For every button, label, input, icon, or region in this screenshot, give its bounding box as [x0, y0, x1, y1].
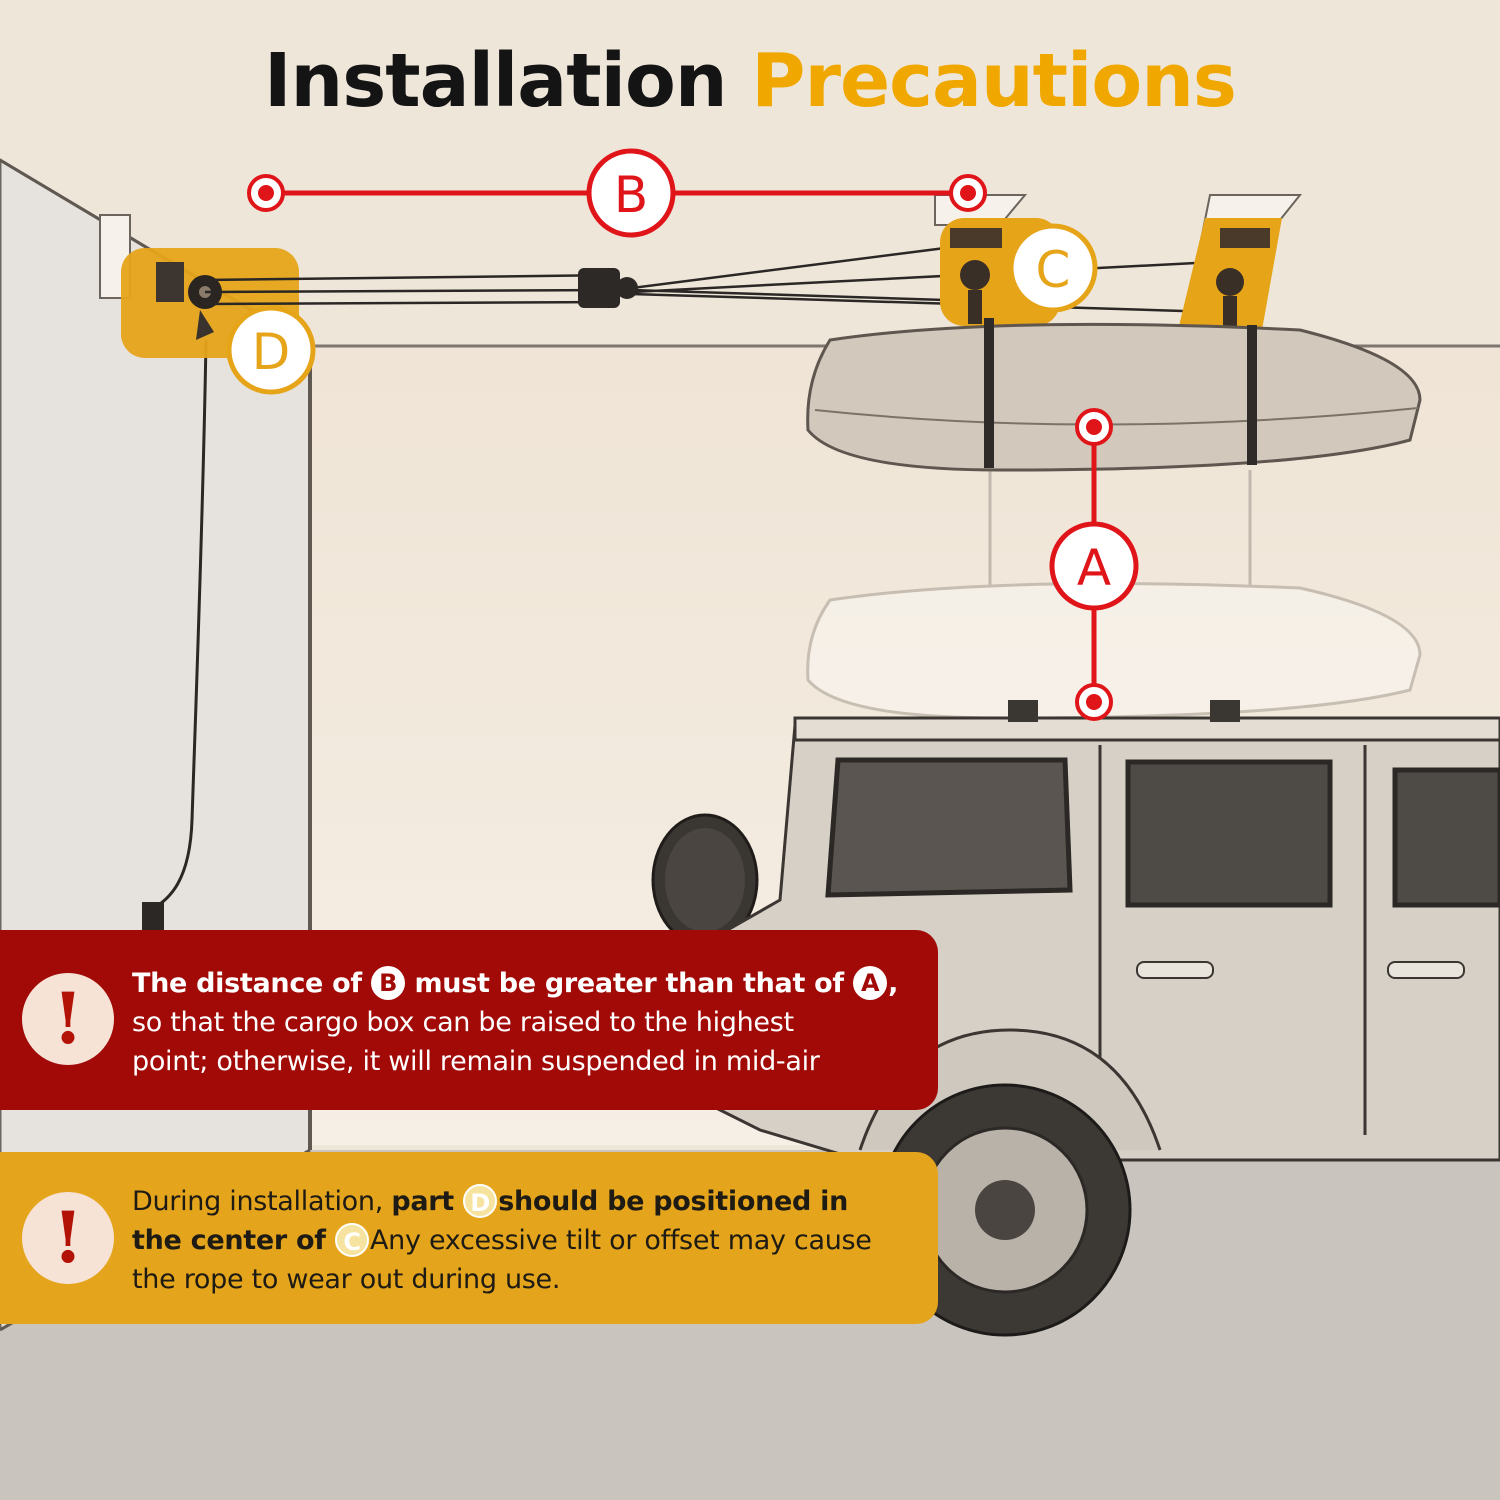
exclamation-icon: !: [22, 1192, 114, 1284]
label-c: C: [1036, 241, 1071, 299]
chip-a: A: [853, 965, 888, 1000]
page-title: Installation Precautions: [0, 38, 1500, 124]
cargo-box-raised: [806, 322, 1422, 472]
precaution-note-distance: ! The distance of B must be greater than…: [0, 930, 938, 1110]
label-c-circle: [1008, 223, 1098, 313]
exclamation-icon: !: [22, 973, 114, 1065]
label-a: A: [1077, 539, 1111, 597]
chip-d: D: [463, 1183, 498, 1218]
label-d: D: [252, 323, 291, 381]
label-d-circle: [226, 305, 316, 395]
label-a-circle: [1049, 521, 1139, 611]
chip-c: C: [335, 1222, 370, 1257]
chip-b: B: [371, 965, 406, 1000]
title-word-installation: Installation: [264, 38, 727, 124]
note-text-distance: The distance of B must be greater than t…: [132, 964, 898, 1081]
title-word-precautions: Precautions: [751, 38, 1237, 124]
label-b-circle: [586, 148, 676, 238]
label-b: B: [614, 166, 648, 224]
